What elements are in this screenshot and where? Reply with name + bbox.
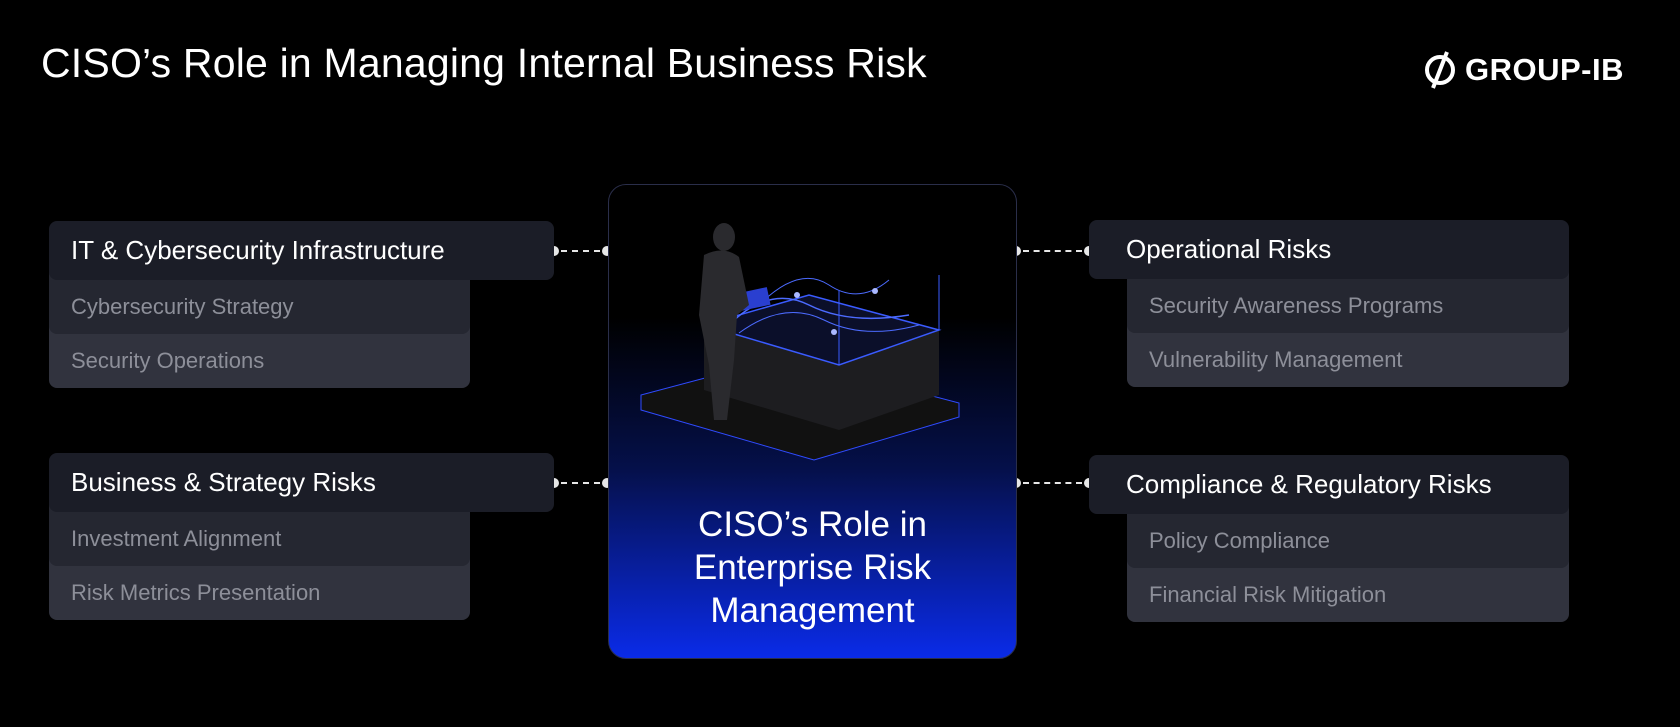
list-item: Cybersecurity Strategy [49, 272, 470, 334]
list-item: Vulnerability Management [1127, 325, 1569, 387]
connector [1011, 246, 1094, 256]
brand-logo: GROUP-IB [1423, 50, 1624, 90]
ciso-illustration [640, 223, 960, 461]
brand-name: GROUP-IB [1465, 52, 1624, 87]
connector [1011, 478, 1094, 488]
group-items-it-infrastructure: Cybersecurity Strategy Security Operatio… [49, 272, 470, 388]
list-item: Financial Risk Mitigation [1127, 560, 1569, 622]
page-title: CISO’s Role in Managing Internal Busines… [41, 40, 927, 86]
group-items-business-strategy: Investment Alignment Risk Metrics Presen… [49, 504, 470, 620]
list-item: Investment Alignment [49, 504, 470, 566]
center-card: CISO’s Role in Enterprise Risk Managemen… [608, 184, 1017, 659]
center-title: CISO’s Role in Enterprise Risk Managemen… [609, 503, 1016, 632]
group-ib-logo-icon [1425, 51, 1455, 89]
list-item: Risk Metrics Presentation [49, 558, 470, 620]
list-item: Policy Compliance [1127, 506, 1569, 568]
group-header-it-infrastructure: IT & Cybersecurity Infrastructure [49, 221, 554, 280]
list-item: Security Operations [49, 326, 470, 388]
group-header-operational: Operational Risks [1089, 220, 1569, 279]
group-items-operational: Security Awareness Programs Vulnerabilit… [1127, 271, 1569, 387]
connector [549, 246, 612, 256]
center-title-line: CISO’s Role in [698, 505, 927, 544]
connector [549, 478, 612, 488]
group-header-compliance: Compliance & Regulatory Risks [1089, 455, 1569, 514]
group-items-compliance: Policy Compliance Financial Risk Mitigat… [1127, 506, 1569, 622]
center-title-line: Enterprise Risk [693, 548, 932, 587]
center-title-line: Management [710, 591, 915, 630]
group-header-business-strategy: Business & Strategy Risks [49, 453, 554, 512]
list-item: Security Awareness Programs [1127, 271, 1569, 333]
